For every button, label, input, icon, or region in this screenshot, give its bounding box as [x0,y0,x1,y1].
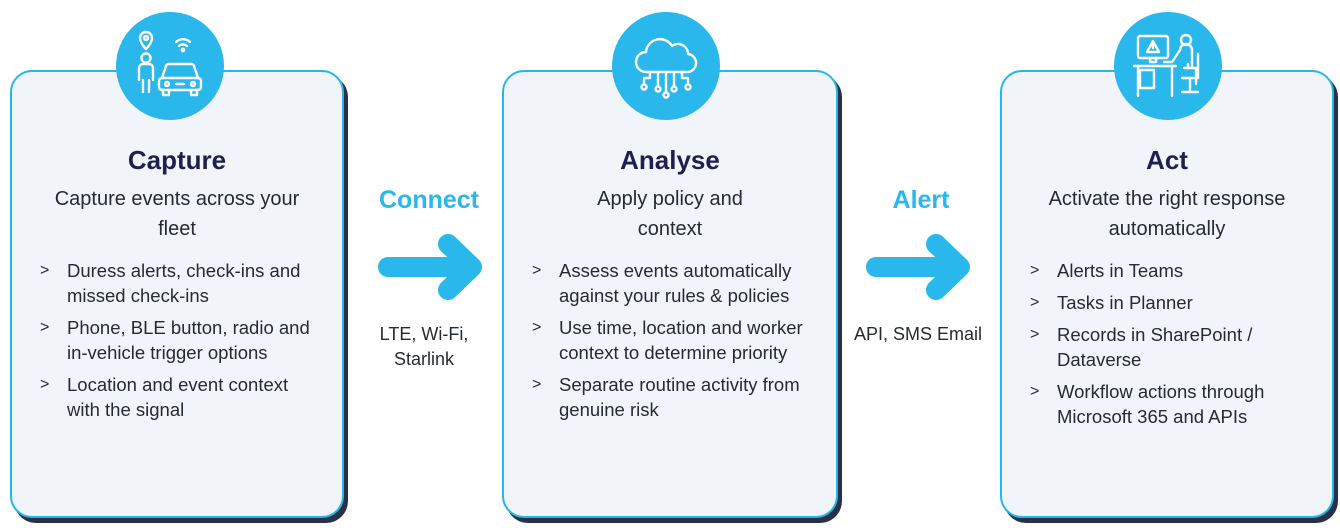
act-list: > Alerts in Teams > Tasks in Planner > Reco… [1002,258,1332,429]
bullet-marker: > [40,319,50,336]
list-item: > Use time, location and worker context t… [532,315,818,365]
list-item: > Alerts in Teams [1030,258,1314,283]
list-item: > Duress alerts, check-ins and missed che… [40,258,324,308]
arrow-right-icon [864,232,976,307]
alert-label: Alert [892,186,950,214]
cloud-network-icon [612,12,720,120]
capture-title: Capture [127,145,227,175]
list-item-text: Records in SharePoint / Dataverse [1057,324,1253,370]
act-title: Act [1146,145,1188,175]
analyse-title: Analyse [620,145,720,175]
act-card: Act Activate the right response automati… [1000,70,1334,518]
bullet-marker: > [40,376,50,393]
bullet-marker: > [532,376,542,393]
list-item-text: Workflow actions through Microsoft 365 a… [1057,381,1265,427]
bullet-marker: > [40,262,50,279]
alert-channels: API, SMS Email [853,324,983,344]
connect-channels: LTE, Wi-Fi, Starlink [379,324,469,369]
bullet-marker: > [1030,326,1040,343]
list-item: > Records in SharePoint / Dataverse [1030,322,1314,372]
list-item-text: Separate routine activity from genuine r… [559,374,800,420]
worker-and-vehicle-icon [116,12,224,120]
act-subtitle: Activate the right response automaticall… [1048,188,1286,240]
bullet-marker: > [1030,262,1040,279]
list-item-text: Phone, BLE button, radio and in-vehicle … [67,317,310,363]
bullet-marker: > [1030,383,1040,400]
analyse-card: Analyse Apply policy and context > Assess… [502,70,838,518]
list-item-text: Use time, location and worker context to… [559,317,803,363]
list-item-text: Alerts in Teams [1057,260,1184,281]
list-item-text: Tasks in Planner [1057,292,1193,313]
analyse-list: > Assess events automatically against you… [504,258,836,422]
list-item: > Location and event context with the sig… [40,372,324,422]
list-item: > Separate routine activity from genuine … [532,372,818,422]
list-item-text: Duress alerts, check-ins and missed chec… [67,260,301,306]
list-item: > Tasks in Planner [1030,290,1314,315]
capture-card: Capture Capture events across your fleet… [10,70,344,518]
bullet-marker: > [1030,294,1040,311]
list-item-text: Assess events automatically against your… [559,260,792,306]
capture-list: > Duress alerts, check-ins and missed che… [12,258,342,422]
arrow-right-icon [376,232,488,307]
bullet-marker: > [532,262,542,279]
list-item-text: Location and event context with the sign… [67,374,289,420]
list-item: > Assess events automatically against you… [532,258,818,308]
operator-at-workstation-icon [1114,12,1222,120]
capture-subtitle: Capture events across your fleet [54,188,300,240]
bullet-marker: > [532,319,542,336]
analyse-subtitle: Apply policy and context [597,188,743,240]
connect-label: Connect [379,186,479,214]
list-item: > Phone, BLE button, radio and in-vehicle… [40,315,324,365]
list-item: > Workflow actions through Microsoft 365 … [1030,379,1314,429]
